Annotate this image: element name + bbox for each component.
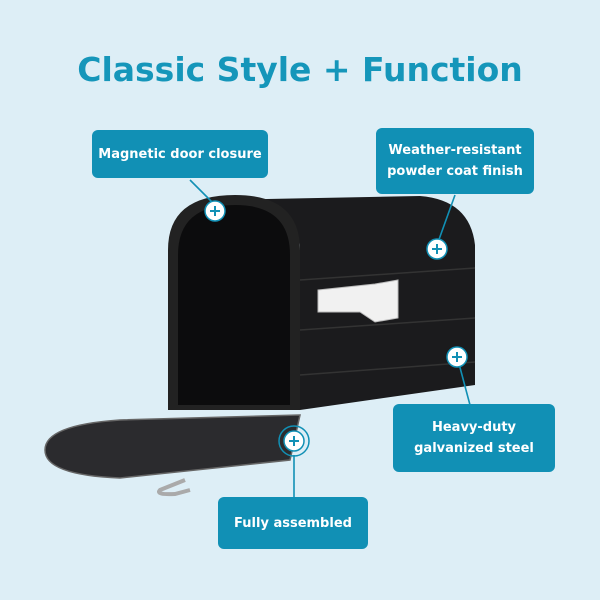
plus-marker-icons: [204, 200, 468, 457]
callout-text: powder coat finish: [387, 164, 523, 179]
callout-text: Magnetic door closure: [98, 146, 262, 162]
callout-text: Fully assembled: [234, 515, 352, 531]
callout-text: Heavy-duty: [431, 420, 517, 435]
callout-fully-assembled: Fully assembled: [218, 497, 368, 549]
callout-heavy-duty: Heavy-duty galvanized steel: [393, 404, 555, 472]
callout-text: galvanized steel: [414, 441, 534, 456]
flag: [317, 279, 399, 323]
callout-magnetic-door: Magnetic door closure: [92, 130, 268, 178]
callout-weather-resistant: Weather-resistant powder coat finish: [376, 128, 534, 194]
mailbox-door: [44, 414, 301, 479]
callout-text: Weather-resistant: [388, 143, 522, 158]
page-title: Classic Style + Function: [77, 50, 523, 89]
